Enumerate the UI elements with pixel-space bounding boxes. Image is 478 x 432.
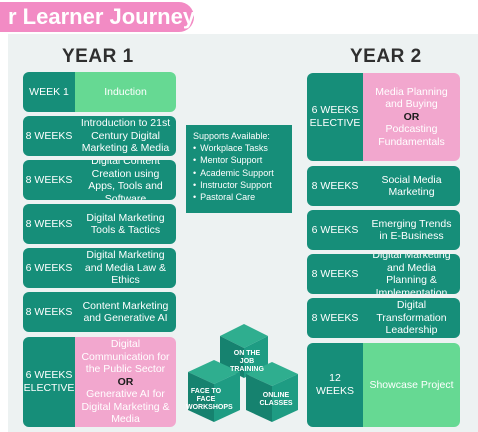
year1-row-3: 8 WEEKS Digital Content Creation using A… bbox=[23, 160, 176, 200]
row-weeks: 8 WEEKS bbox=[23, 292, 75, 332]
elective-option-a: Media Planning and Buying bbox=[375, 85, 448, 111]
year1-row-7-elective: 6 WEEKS ELECTIVE Digital Communication f… bbox=[23, 337, 176, 427]
year1-row-1: WEEK 1 Induction bbox=[23, 72, 176, 112]
row-weeks: 6 WEEKS ELECTIVE bbox=[307, 73, 363, 161]
support-item: Pastoral Care bbox=[193, 191, 285, 203]
supports-box: Supports Available: Workplace Tasks Ment… bbox=[186, 125, 292, 213]
year2-row-4: 8 WEEKS Digital Marketing and Media Plan… bbox=[307, 254, 460, 294]
row-weeks: 8 WEEKS bbox=[23, 204, 75, 244]
row-weeks: 8 WEEKS bbox=[307, 298, 363, 338]
cube-label-top: ON THE JOB TRAINING bbox=[230, 350, 264, 373]
support-item: Mentor Support bbox=[193, 154, 285, 166]
row-weeks: 8 WEEKS bbox=[23, 160, 75, 200]
support-item: Workplace Tasks bbox=[193, 142, 285, 154]
year2-row-5: 8 WEEKS Digital Transformation Leadershi… bbox=[307, 298, 460, 338]
elective-course: Digital Communication for the Public Sec… bbox=[75, 337, 176, 427]
support-item: Academic Support bbox=[193, 167, 285, 179]
row-weeks: 8 WEEKS bbox=[307, 166, 363, 206]
row-course: Digital Marketing and Media Planning & I… bbox=[363, 254, 460, 294]
cube-label-left: FACE TO FACE WORKSHOPS bbox=[186, 388, 233, 411]
row-weeks: 6 WEEKS bbox=[23, 248, 75, 288]
row-course: Digital Marketing Tools & Tactics bbox=[75, 204, 176, 244]
row-course: Content Marketing and Generative AI bbox=[75, 292, 176, 332]
right-cube-right bbox=[272, 374, 298, 422]
row-course: Digital Transformation Leadership bbox=[363, 298, 460, 338]
support-item: Instructor Support bbox=[193, 179, 285, 191]
cube-label-right: ONLINE CLASSES bbox=[259, 392, 293, 407]
year2-row-6: 12 WEEKS Showcase Project bbox=[307, 343, 460, 427]
year1-row-2: 8 WEEKS Introduction to 21st Century Dig… bbox=[23, 116, 176, 156]
row-weeks: 6 WEEKS bbox=[307, 210, 363, 250]
year2-row-3: 6 WEEKS Emerging Trends in E-Business bbox=[307, 210, 460, 250]
row-weeks: WEEK 1 bbox=[23, 72, 75, 112]
year1-row-6: 8 WEEKS Content Marketing and Generative… bbox=[23, 292, 176, 332]
row-weeks: 8 WEEKS bbox=[307, 254, 363, 294]
row-weeks: 6 WEEKS ELECTIVE bbox=[23, 337, 75, 427]
supports-title: Supports Available: bbox=[193, 131, 270, 141]
row-course: Social Media Marketing bbox=[363, 166, 460, 206]
year2-heading: YEAR 2 bbox=[350, 46, 422, 67]
year2-row-2: 8 WEEKS Social Media Marketing bbox=[307, 166, 460, 206]
elective-or: OR bbox=[403, 110, 420, 123]
row-course: Introduction to 21st Century Digital Mar… bbox=[75, 116, 176, 156]
elective-option-b: Podcasting Fundamentals bbox=[378, 123, 445, 148]
row-weeks: 12 WEEKS bbox=[307, 343, 363, 427]
elective-or: OR bbox=[117, 375, 134, 388]
row-course: Emerging Trends in E-Business bbox=[363, 210, 460, 250]
left-cube-right bbox=[214, 372, 240, 422]
page-title: r Learner Journey bbox=[0, 2, 195, 32]
elective-option-b: Generative AI for Digital Marketing & Me… bbox=[81, 388, 170, 426]
year1-row-4: 8 WEEKS Digital Marketing Tools & Tactic… bbox=[23, 204, 176, 244]
row-course: Induction bbox=[75, 72, 176, 112]
cubes-graphic bbox=[188, 324, 298, 422]
row-weeks: 8 WEEKS bbox=[23, 116, 75, 156]
row-course: Digital Content Creation using Apps, Too… bbox=[75, 160, 176, 200]
elective-course: Media Planning and Buying OR Podcasting … bbox=[363, 73, 460, 161]
year1-heading: YEAR 1 bbox=[62, 46, 134, 67]
year1-row-5: 6 WEEKS Digital Marketing and Media Law … bbox=[23, 248, 176, 288]
left-cube-left bbox=[188, 372, 214, 422]
row-course: Showcase Project bbox=[363, 343, 460, 427]
delivery-cubes: ON THE JOB TRAINING FACE TO FACE WORKSHO… bbox=[184, 322, 302, 424]
right-cube-left bbox=[246, 374, 272, 422]
row-course: Digital Marketing and Media Law & Ethics bbox=[75, 248, 176, 288]
supports-list: Workplace Tasks Mentor Support Academic … bbox=[193, 142, 285, 203]
year2-row-1-elective: 6 WEEKS ELECTIVE Media Planning and Buyi… bbox=[307, 73, 460, 161]
elective-option-a: Digital Communication for the Public Sec… bbox=[81, 338, 170, 376]
